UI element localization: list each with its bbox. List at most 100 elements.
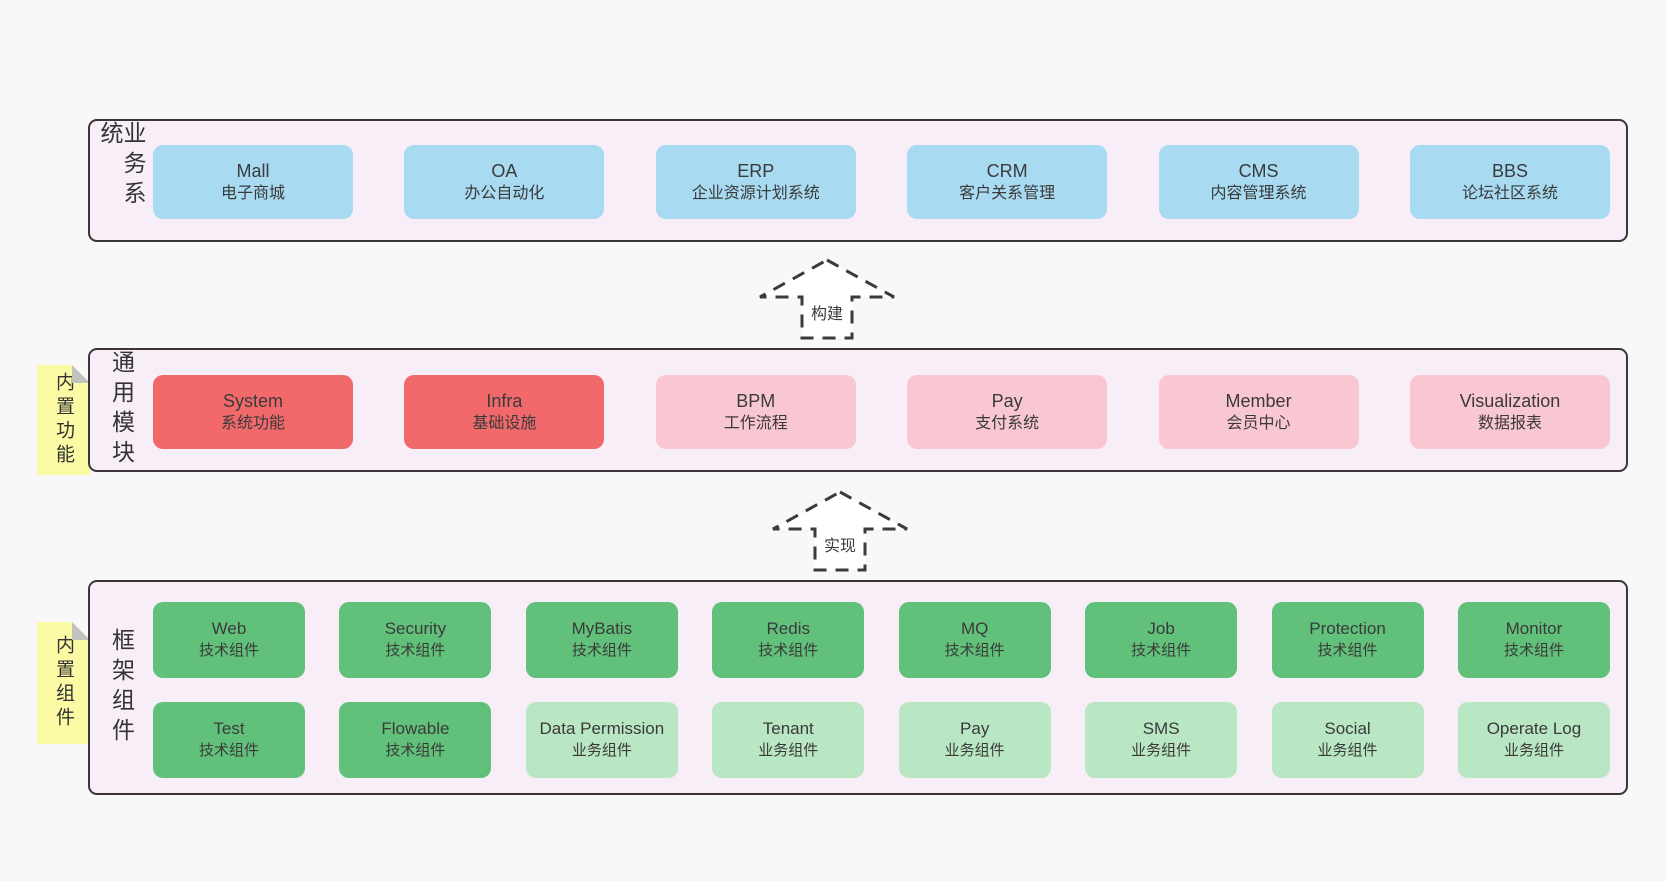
box-subtitle: 电子商城 <box>220 185 285 203</box>
box-subtitle: 技术组件 <box>198 642 259 660</box>
box-subtitle: 基础设施 <box>472 415 537 433</box>
box-title: Tenant <box>762 719 814 739</box>
box-title: Pay <box>960 719 990 739</box>
box-pay-component: Pay 业务组件 <box>898 702 1051 778</box>
box-subtitle: 技术组件 <box>1131 642 1192 660</box>
common-modules-row: System 系统功能 Infra 基础设施 BPM 工作流程 Pay 支付系统… <box>153 375 1610 449</box>
box-subtitle: 业务组件 <box>1317 742 1378 760</box>
box-operate-log: Operate Log 业务组件 <box>1457 702 1610 778</box>
box-security: Security 技术组件 <box>339 602 492 678</box>
up-arrow-build: 构建 <box>757 257 897 341</box>
box-title: BPM <box>736 391 776 412</box>
box-title: Operate Log <box>1486 719 1582 739</box>
sticky-note-built-in-components: 内置组件 <box>37 622 90 744</box>
layer-business-systems: 业务系统 Mall 电子商城 OA 办公自动化 ERP 企业资源计划系统 CRM… <box>88 119 1628 242</box>
box-title: Infra <box>486 391 523 412</box>
box-subtitle: 企业资源计划系统 <box>691 185 820 203</box>
box-subtitle: 数据报表 <box>1477 415 1542 433</box>
box-visualization: Visualization 数据报表 <box>1409 375 1610 449</box>
box-monitor: Monitor 技术组件 <box>1457 602 1610 678</box>
box-title: Monitor <box>1505 619 1563 639</box>
box-mq: MQ 技术组件 <box>898 602 1051 678</box>
box-title: Redis <box>766 619 810 639</box>
box-subtitle: 系统功能 <box>220 415 285 433</box>
box-subtitle: 技术组件 <box>198 742 259 760</box>
up-arrow-implement: 实现 <box>770 489 910 573</box>
box-title: Security <box>384 619 447 639</box>
box-oa: OA 办公自动化 <box>404 145 605 219</box>
box-infra: Infra 基础设施 <box>404 375 605 449</box>
box-crm: CRM 客户关系管理 <box>907 145 1108 219</box>
business-systems-row: Mall 电子商城 OA 办公自动化 ERP 企业资源计划系统 CRM 客户关系… <box>153 145 1610 219</box>
layer-label: 通用模块 <box>108 350 135 470</box>
box-data-permission: Data Permission 业务组件 <box>525 702 678 778</box>
layer-label: 框架组件 <box>108 627 135 748</box>
box-bbs: BBS 论坛社区系统 <box>1409 145 1610 219</box>
arrow-label-build: 构建 <box>807 299 847 325</box>
box-subtitle: 内容管理系统 <box>1210 185 1307 203</box>
layer-framework-components: 框架组件 Web 技术组件 Security 技术组件 MyBatis 技术组件… <box>88 580 1628 795</box>
box-sms: SMS 业务组件 <box>1085 702 1238 778</box>
box-subtitle: 技术组件 <box>385 742 446 760</box>
box-subtitle: 办公自动化 <box>464 185 545 203</box>
box-title: BBS <box>1491 161 1528 182</box>
box-title: Web <box>211 619 247 639</box>
box-bpm: BPM 工作流程 <box>655 375 856 449</box>
box-subtitle: 技术组件 <box>571 642 632 660</box>
layer-label: 业务系统 <box>97 121 146 211</box>
box-subtitle: 业务组件 <box>944 742 1005 760</box>
framework-components-row-2: Test 技术组件 Flowable 技术组件 Data Permission … <box>153 702 1610 778</box>
box-title: Visualization <box>1459 391 1561 412</box>
box-title: Data Permission <box>539 719 665 739</box>
sticky-note-built-in-features: 内置功能 <box>37 365 90 475</box>
box-tenant: Tenant 业务组件 <box>712 702 865 778</box>
box-subtitle: 技术组件 <box>385 642 446 660</box>
box-title: Job <box>1147 619 1175 639</box>
box-title: Flowable <box>381 719 450 739</box>
box-cms: CMS 内容管理系统 <box>1158 145 1359 219</box>
box-erp: ERP 企业资源计划系统 <box>655 145 856 219</box>
box-pay-module: Pay 支付系统 <box>907 375 1108 449</box>
layer-common-modules: 通用模块 System 系统功能 Infra 基础设施 BPM 工作流程 Pay… <box>88 348 1628 472</box>
sticky-note-label: 内置组件 <box>53 635 74 731</box>
box-flowable: Flowable 技术组件 <box>339 702 492 778</box>
box-mall: Mall 电子商城 <box>153 145 353 219</box>
box-subtitle: 技术组件 <box>944 642 1005 660</box>
box-subtitle: 论坛社区系统 <box>1461 185 1558 203</box>
box-social: Social 业务组件 <box>1271 702 1424 778</box>
box-member: Member 会员中心 <box>1158 375 1359 449</box>
box-title: OA <box>491 161 518 182</box>
box-title: Mall <box>236 161 270 182</box>
box-title: Social <box>1324 719 1371 739</box>
box-mybatis: MyBatis 技术组件 <box>525 602 678 678</box>
box-title: Protection <box>1309 619 1386 639</box>
box-title: Test <box>213 719 245 739</box>
box-protection: Protection 技术组件 <box>1271 602 1424 678</box>
framework-components-row-1: Web 技术组件 Security 技术组件 MyBatis 技术组件 Redi… <box>153 602 1610 678</box>
box-subtitle: 业务组件 <box>571 742 632 760</box>
box-subtitle: 业务组件 <box>1503 742 1564 760</box>
box-title: Pay <box>991 391 1023 412</box>
box-title: ERP <box>737 161 775 182</box>
box-system: System 系统功能 <box>153 375 353 449</box>
box-title: SMS <box>1142 719 1180 739</box>
box-title: Member <box>1225 391 1292 412</box>
box-test: Test 技术组件 <box>153 702 305 778</box>
box-web: Web 技术组件 <box>153 602 305 678</box>
box-subtitle: 工作流程 <box>723 415 788 433</box>
box-job: Job 技术组件 <box>1085 602 1238 678</box>
sticky-note-label: 内置功能 <box>53 372 74 468</box>
box-title: System <box>222 391 283 412</box>
box-title: MQ <box>960 619 989 639</box>
box-title: MyBatis <box>571 619 633 639</box>
box-title: CRM <box>986 161 1028 182</box>
box-subtitle: 技术组件 <box>1317 642 1378 660</box>
box-subtitle: 会员中心 <box>1226 415 1291 433</box>
arrow-label-implement: 实现 <box>820 531 860 557</box>
box-title: CMS <box>1238 161 1279 182</box>
box-redis: Redis 技术组件 <box>712 602 865 678</box>
box-subtitle: 支付系统 <box>975 415 1040 433</box>
box-subtitle: 业务组件 <box>1131 742 1192 760</box>
box-subtitle: 业务组件 <box>758 742 819 760</box>
